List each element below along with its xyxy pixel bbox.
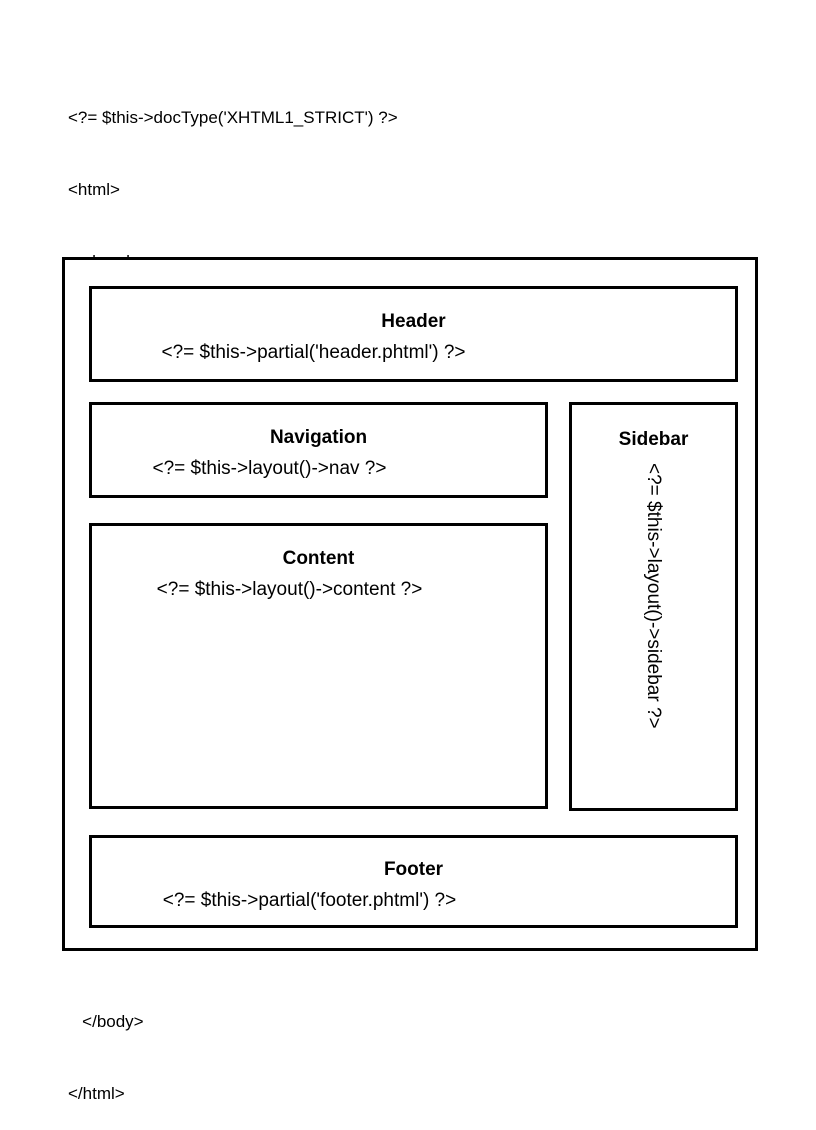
sidebar-box: Sidebar <?= $this->layout()->sidebar ?> (569, 402, 738, 811)
code-line-body-close: </body> (68, 1012, 144, 1031)
footer-box-title: Footer (383, 859, 444, 880)
footer-box-code: <?= $this->partial('footer.phtml') ?> (162, 890, 457, 911)
footer-box: Footer <?= $this->partial('footer.phtml'… (89, 835, 738, 928)
content-box-title: Content (282, 548, 355, 569)
code-block-bottom: </body> </html> (68, 962, 144, 1130)
content-box-code: <?= $this->layout()->content ?> (156, 579, 423, 600)
header-box-title: Header (381, 311, 446, 332)
code-line-html-open: <html> (68, 180, 120, 199)
header-box-code: <?= $this->partial('header.phtml') ?> (161, 342, 466, 363)
sidebar-box-code: <?= $this->layout()->sidebar ?> (643, 463, 664, 729)
header-box: Header <?= $this->partial('header.phtml'… (89, 286, 738, 382)
sidebar-box-title: Sidebar (618, 429, 689, 450)
navigation-box-title: Navigation (269, 427, 368, 448)
code-line-doctype: <?= $this->docType('XHTML1_STRICT') ?> (68, 108, 398, 127)
body-frame: Header <?= $this->partial('header.phtml'… (62, 257, 758, 951)
navigation-box-code: <?= $this->layout()->nav ?> (152, 458, 387, 479)
content-box: Content <?= $this->layout()->content ?> (89, 523, 548, 809)
navigation-box: Navigation <?= $this->layout()->nav ?> (89, 402, 548, 498)
code-line-html-close: </html> (68, 1084, 125, 1103)
sidebar-code-wrapper: <?= $this->layout()->sidebar ?> (572, 463, 735, 804)
